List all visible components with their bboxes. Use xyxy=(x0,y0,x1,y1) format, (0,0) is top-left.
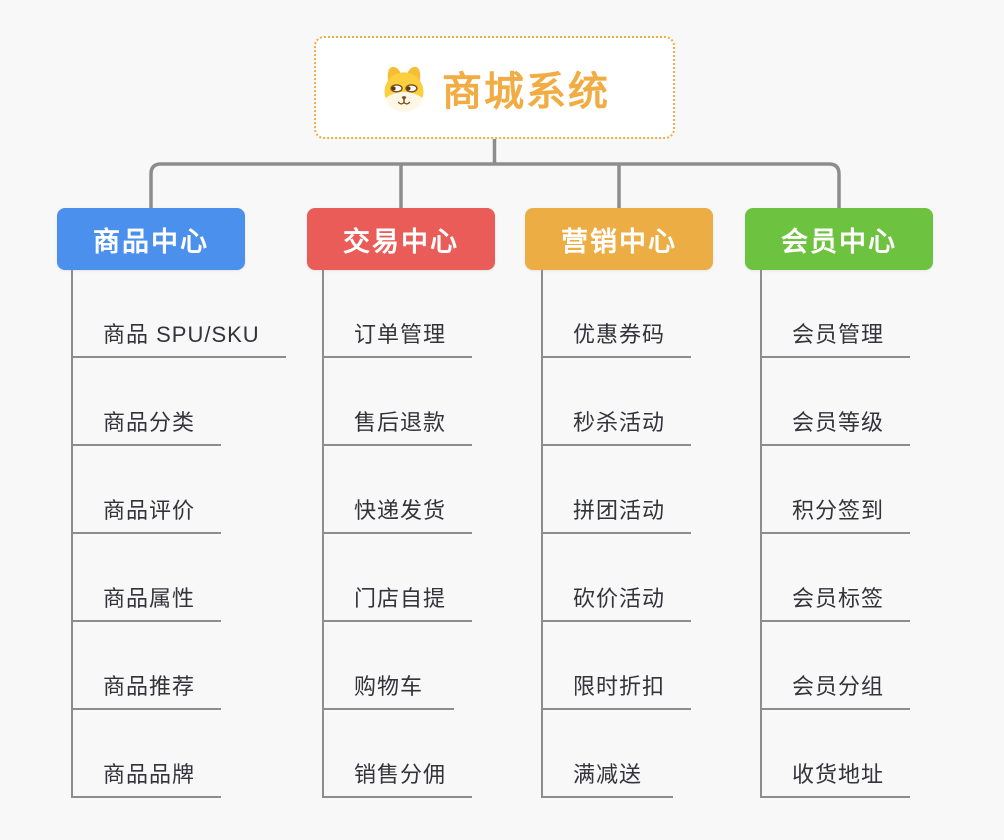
leaf-item[interactable]: 优惠券码 xyxy=(543,270,692,358)
leaf-label: 砍价活动 xyxy=(573,586,666,611)
leaf-label: 优惠券码 xyxy=(573,322,666,347)
leaf-label: 销售分佣 xyxy=(354,762,447,787)
branch-marketing-children: 优惠券码 秒杀活动 拼团活动 砍价活动 限时折扣 满减送 xyxy=(541,270,692,798)
leaf-item[interactable]: 满减送 xyxy=(543,710,673,798)
leaf-label: 会员管理 xyxy=(792,322,885,347)
leaf-label: 会员标签 xyxy=(792,586,885,611)
root-node[interactable]: 商城系统 xyxy=(314,36,675,139)
leaf-label: 快递发货 xyxy=(354,498,447,523)
leaf-label: 秒杀活动 xyxy=(573,410,666,435)
leaf-label: 拼团活动 xyxy=(573,498,666,523)
branch-product-center[interactable]: 商品中心 xyxy=(57,208,245,270)
leaf-item[interactable]: 会员等级 xyxy=(762,358,911,446)
leaf-label: 商品属性 xyxy=(103,586,196,611)
leaf-label: 订单管理 xyxy=(354,322,447,347)
leaf-label: 满减送 xyxy=(573,762,643,787)
branch-trade-children: 订单管理 售后退款 快递发货 门店自提 购物车 销售分佣 xyxy=(322,270,473,798)
leaf-item[interactable]: 砍价活动 xyxy=(543,534,692,622)
leaf-label: 商品推荐 xyxy=(103,674,196,699)
leaf-label: 会员分组 xyxy=(792,674,885,699)
branch-member-center[interactable]: 会员中心 xyxy=(745,208,933,270)
leaf-label: 商品评价 xyxy=(103,498,196,523)
leaf-item[interactable]: 收货地址 xyxy=(762,710,911,798)
leaf-item[interactable]: 门店自提 xyxy=(324,534,473,622)
leaf-item[interactable]: 会员标签 xyxy=(762,534,911,622)
branch-drop-lines xyxy=(399,164,621,208)
leaf-label: 积分签到 xyxy=(792,498,885,523)
root-title: 商城系统 xyxy=(442,69,610,114)
leaf-item[interactable]: 商品推荐 xyxy=(73,622,222,710)
leaf-item[interactable]: 商品评价 xyxy=(73,446,222,534)
dog-icon xyxy=(379,63,429,113)
leaf-item[interactable]: 商品品牌 xyxy=(73,710,222,798)
branch-trade-center[interactable]: 交易中心 xyxy=(307,208,495,270)
leaf-label: 商品 SPU/SKU xyxy=(103,322,260,347)
branch-member-children: 会员管理 会员等级 积分签到 会员标签 会员分组 收货地址 xyxy=(760,270,911,798)
leaf-item[interactable]: 拼团活动 xyxy=(543,446,692,534)
branch-product-children: 商品 SPU/SKU 商品分类 商品评价 商品属性 商品推荐 商品品牌 xyxy=(71,270,286,798)
leaf-item[interactable]: 会员分组 xyxy=(762,622,911,710)
leaf-label: 收货地址 xyxy=(792,762,885,787)
leaf-label: 门店自提 xyxy=(354,586,447,611)
leaf-label: 限时折扣 xyxy=(573,674,666,699)
leaf-label: 售后退款 xyxy=(354,410,447,435)
leaf-item[interactable]: 销售分佣 xyxy=(324,710,473,798)
leaf-label: 商品品牌 xyxy=(103,762,196,787)
leaf-item[interactable]: 商品分类 xyxy=(73,358,222,446)
leaf-item[interactable]: 购物车 xyxy=(324,622,454,710)
leaf-item[interactable]: 订单管理 xyxy=(324,270,473,358)
branch-marketing-center[interactable]: 营销中心 xyxy=(525,208,713,270)
leaf-item[interactable]: 快递发货 xyxy=(324,446,473,534)
leaf-item[interactable]: 积分签到 xyxy=(762,446,911,534)
leaf-item[interactable]: 商品属性 xyxy=(73,534,222,622)
leaf-item[interactable]: 秒杀活动 xyxy=(543,358,692,446)
branch-bus-line xyxy=(149,162,841,208)
leaf-label: 购物车 xyxy=(354,674,424,699)
leaf-item[interactable]: 限时折扣 xyxy=(543,622,692,710)
leaf-item[interactable]: 商品 SPU/SKU xyxy=(73,270,286,358)
leaf-item[interactable]: 售后退款 xyxy=(324,358,473,446)
leaf-label: 商品分类 xyxy=(103,410,196,435)
leaf-item[interactable]: 会员管理 xyxy=(762,270,911,358)
leaf-label: 会员等级 xyxy=(792,410,885,435)
